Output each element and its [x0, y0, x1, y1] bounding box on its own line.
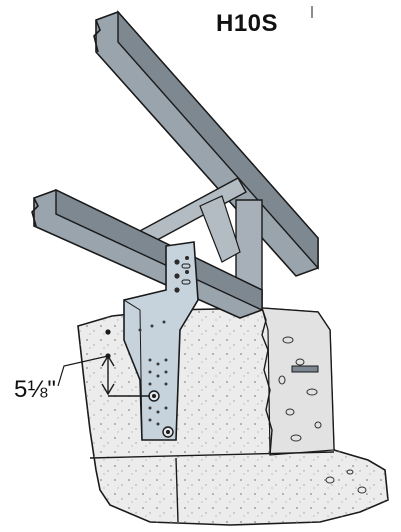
product-code-label: H10S: [216, 10, 279, 37]
lower-chord: [31, 188, 263, 319]
dimension-callout: [57, 329, 150, 397]
hurricane-tie-connector: [123, 241, 199, 441]
truss-web: [137, 177, 263, 301]
dimension-label: 5⅛": [14, 376, 56, 403]
